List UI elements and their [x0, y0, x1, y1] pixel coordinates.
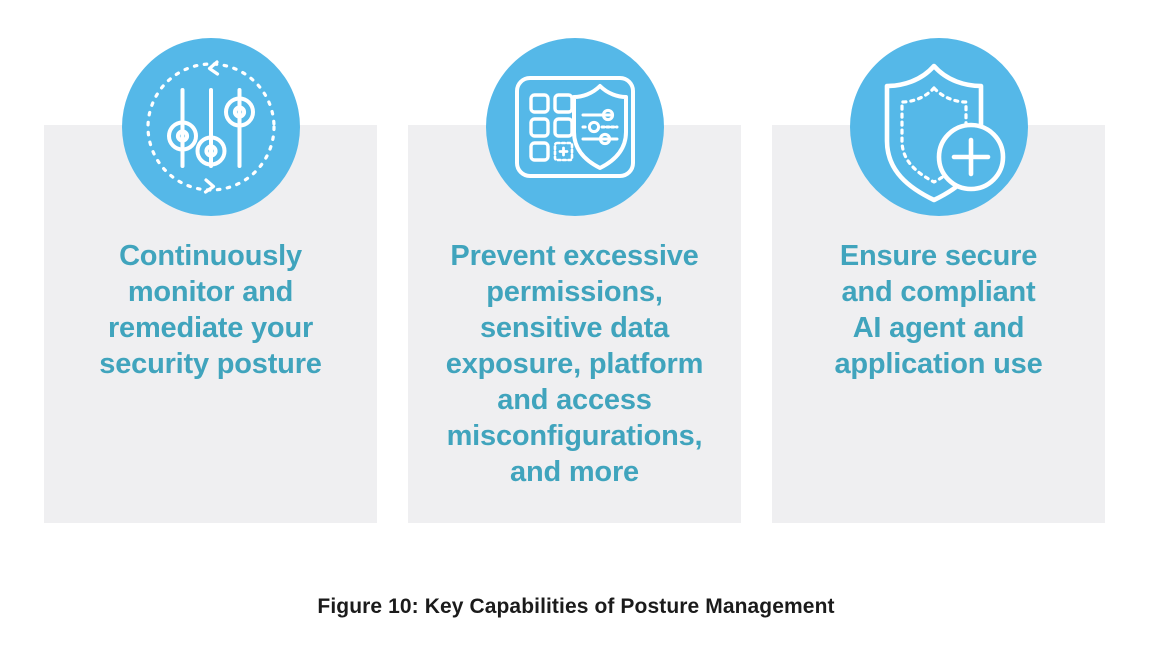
capability-cards-row: Continuously monitor and remediate your … [44, 38, 1105, 523]
capability-card-excessive-permissions: Prevent excessive permissions, sensitive… [408, 38, 741, 523]
figure-caption: Figure 10: Key Capabilities of Posture M… [317, 595, 835, 618]
capability-card-text: Prevent excessive permissions, sensitive… [445, 240, 704, 488]
capability-card-continuous-monitoring: Continuously monitor and remediate your … [44, 38, 377, 523]
capability-card-text: Continuously monitor and remediate your … [99, 240, 322, 380]
shield-plus-icon [849, 38, 1028, 216]
capability-card-secure-ai-agents: Ensure secure and compliant AI agent and… [772, 38, 1105, 523]
sliders-refresh-cycle-icon [121, 38, 300, 216]
capability-card-text: Ensure secure and compliant AI agent and… [834, 240, 1043, 380]
app-grid-shield-sliders-icon [485, 38, 664, 216]
